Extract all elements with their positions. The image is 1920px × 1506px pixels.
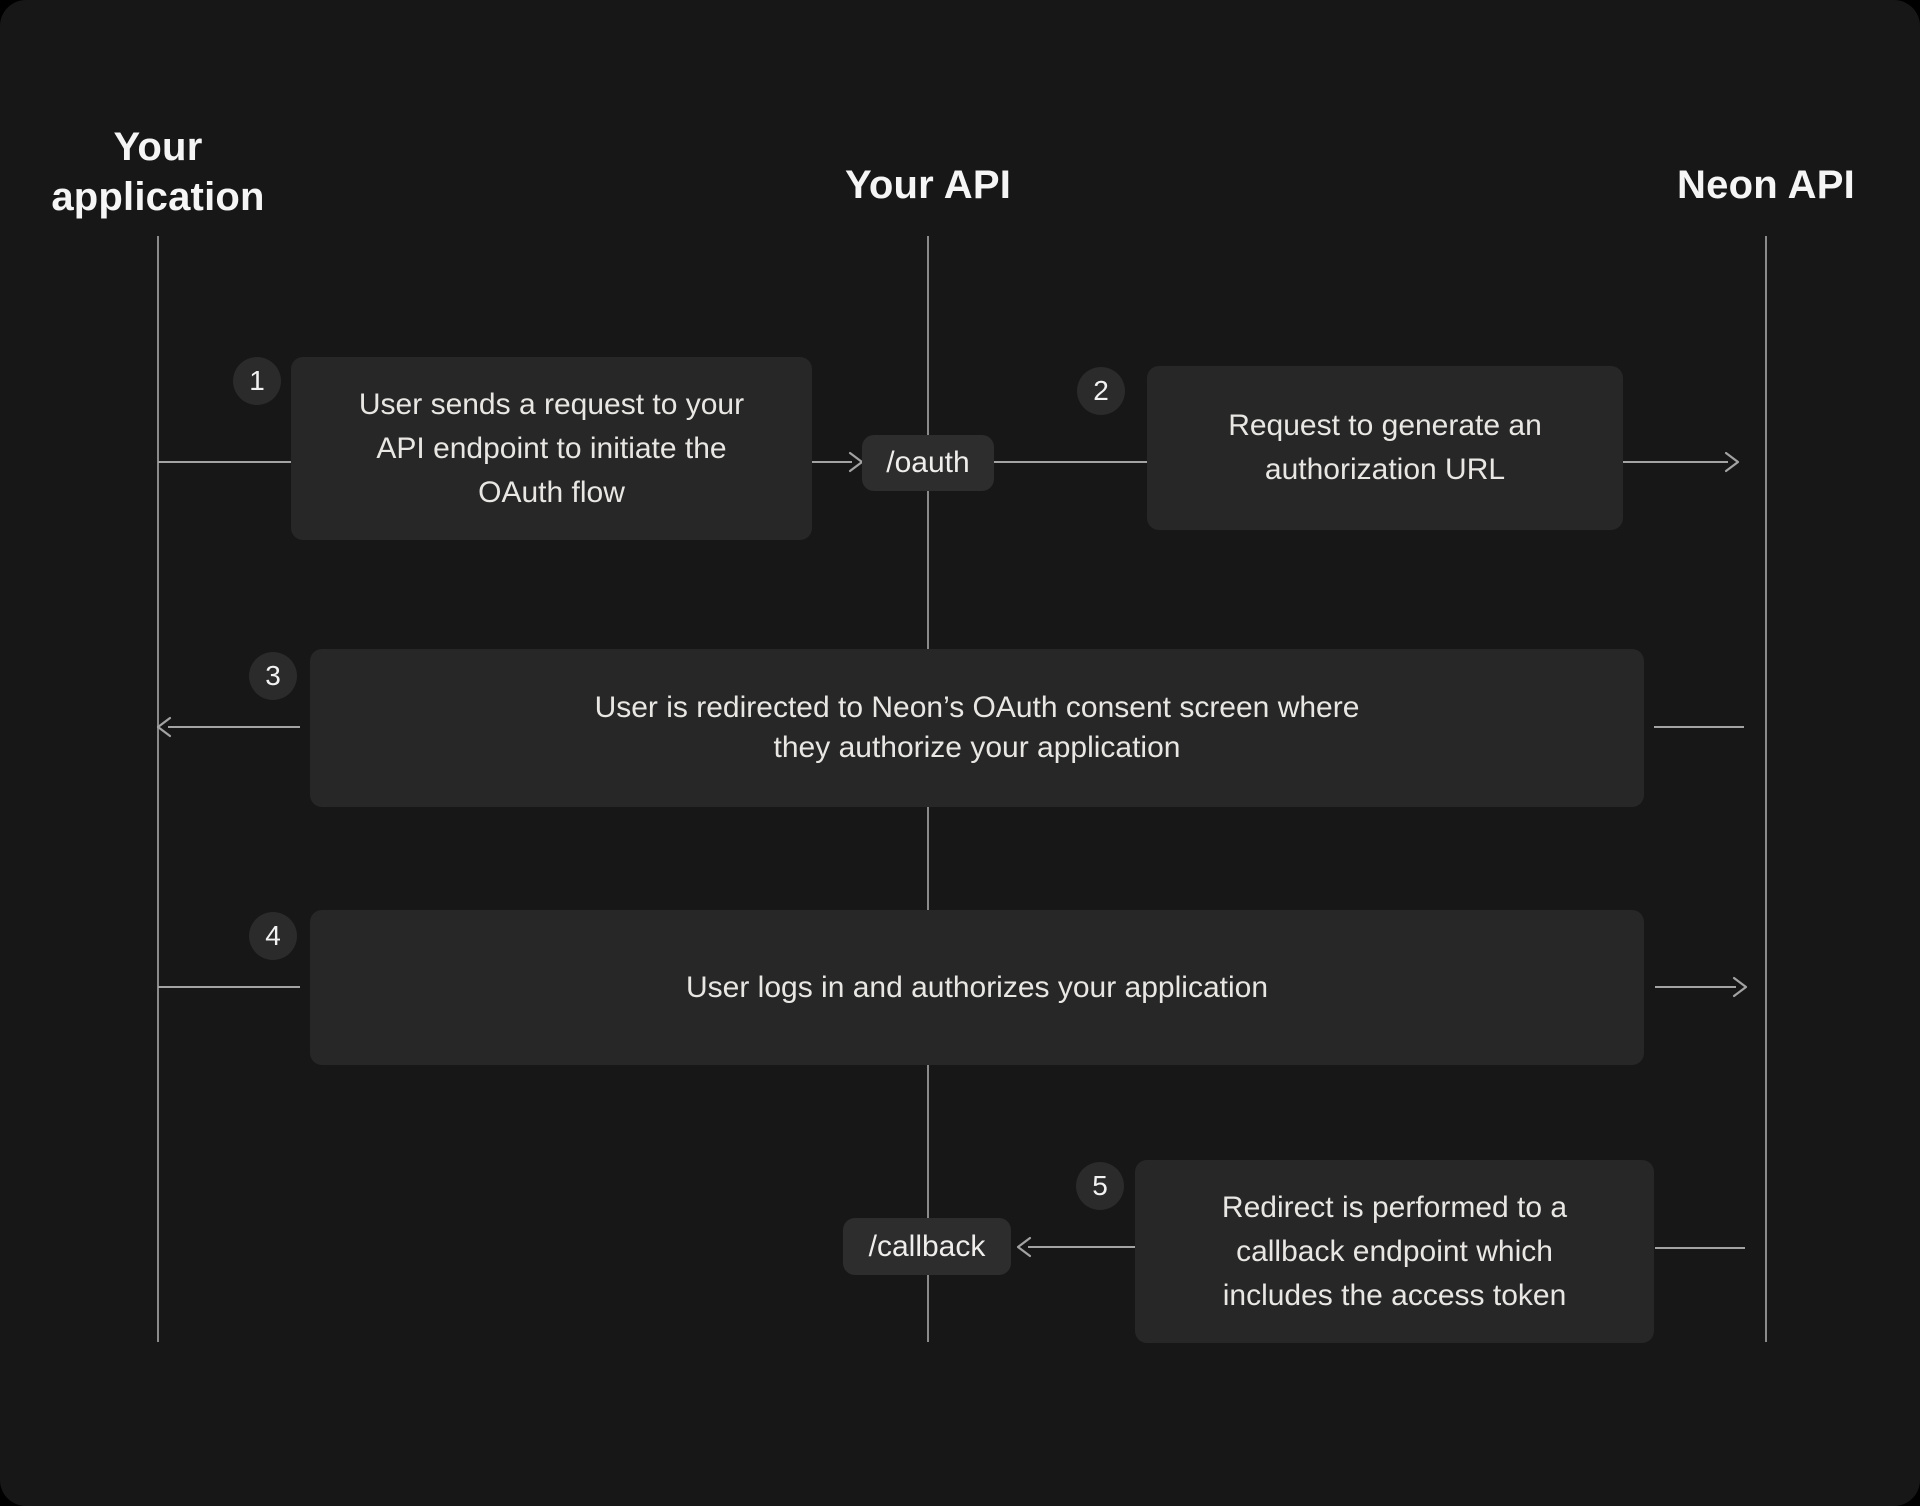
step-2-box: Request to generate an authorization URL <box>1147 366 1623 530</box>
line-app-to-step1-box <box>158 461 291 463</box>
step-4-badge: 4 <box>249 912 297 960</box>
step-5-text-line: includes the access token <box>1222 1278 1567 1312</box>
step-2-text-line: Request to generate an <box>1228 409 1542 442</box>
arrowhead-left-icon <box>1016 1236 1032 1258</box>
step-5-box: Redirect is performed to a callback endp… <box>1135 1160 1654 1343</box>
arrow-step5-to-callback <box>1016 1236 1135 1258</box>
step-1-number: 1 <box>249 365 265 396</box>
arrowhead-right-icon <box>1724 451 1740 473</box>
step-2-text-line: authorization URL <box>1264 453 1506 486</box>
arrow-step3-to-app <box>156 716 300 738</box>
line-oauth-to-step2-box <box>994 461 1147 463</box>
arrow-step1-to-oauth <box>812 451 864 473</box>
lane-label-neon-api: Neon API <box>1677 163 1855 207</box>
oauth-endpoint-pill: /oauth <box>862 435 994 491</box>
step-1-badge: 1 <box>233 357 281 405</box>
arrow-step4-to-neon <box>1655 976 1748 998</box>
arrowhead-left-icon <box>156 716 172 738</box>
step-3-text-line: User is redirected to Neon’s OAuth conse… <box>594 691 1360 724</box>
callback-endpoint-label: /callback <box>868 1229 986 1263</box>
step-2-badge: 2 <box>1077 367 1125 415</box>
lifeline-neon-api <box>1765 236 1767 1342</box>
step-4-text-line: User logs in and authorizes your applica… <box>686 970 1268 1004</box>
step-3-box: User is redirected to Neon’s OAuth conse… <box>310 649 1644 807</box>
step-4-number: 4 <box>265 920 281 951</box>
step-1-text-line: OAuth flow <box>478 475 625 509</box>
lane-label-your-application: Your application <box>51 125 265 219</box>
step-1-text-line: User sends a request to your <box>358 387 745 421</box>
step-5-number: 5 <box>1092 1170 1108 1201</box>
step-4-box: User logs in and authorizes your applica… <box>310 910 1644 1065</box>
step-3-badge: 3 <box>249 652 297 700</box>
step-5-badge: 5 <box>1076 1162 1124 1210</box>
lifeline-your-application <box>157 236 159 1342</box>
step-5-text-line: callback endpoint which <box>1236 1234 1553 1268</box>
oauth-endpoint-label: /oauth <box>886 446 970 479</box>
line-app-to-step4-box <box>158 986 300 988</box>
line-neon-to-step3-box <box>1654 726 1744 728</box>
step-2-number: 2 <box>1093 375 1109 406</box>
step-3-text-line: they authorize your application <box>773 731 1181 764</box>
step-3-number: 3 <box>265 660 281 691</box>
step-1-box: User sends a request to your API endpoin… <box>291 357 812 540</box>
step-1-text-line: API endpoint to initiate the <box>376 431 727 465</box>
callback-endpoint-pill: /callback <box>843 1218 1011 1275</box>
line-neon-to-step5-box <box>1655 1247 1745 1249</box>
arrowhead-right-icon <box>1732 976 1748 998</box>
arrow-step2-to-neon <box>1623 451 1740 473</box>
step-5-text-line: Redirect is performed to a <box>1221 1190 1568 1224</box>
lane-label-your-api: Your API <box>844 163 1012 207</box>
